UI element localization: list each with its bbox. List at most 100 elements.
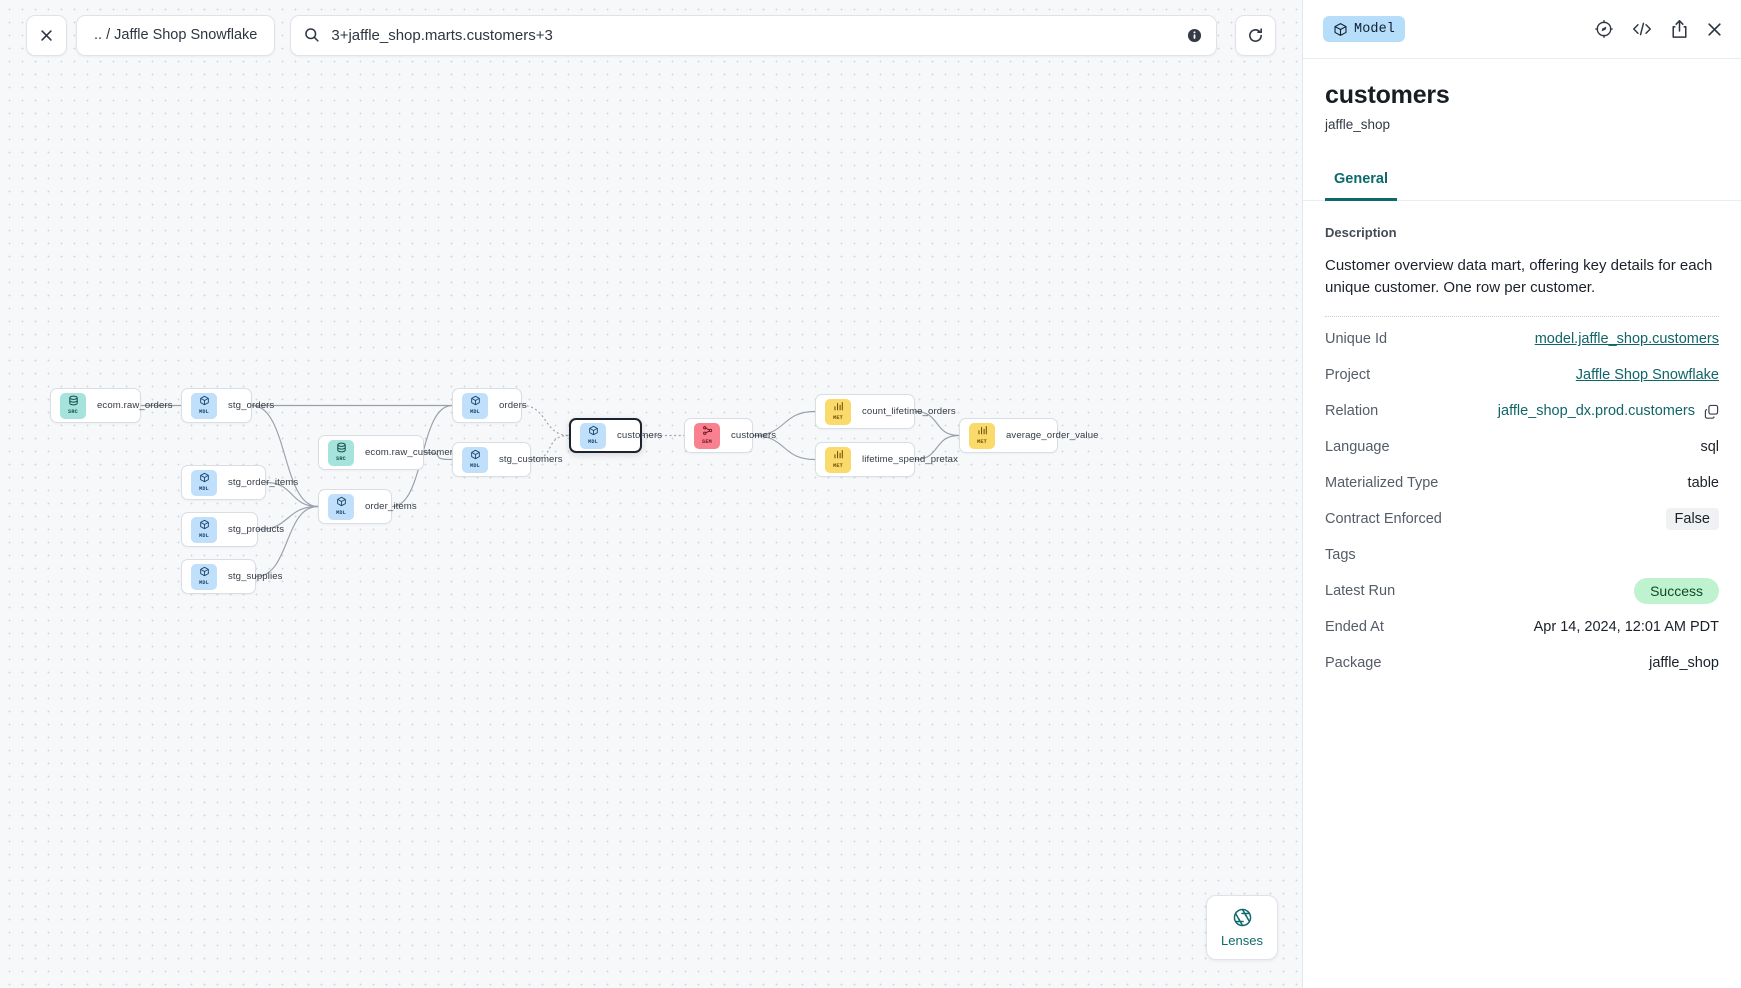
code-icon[interactable] [1631,19,1653,39]
description-label: Description [1325,225,1397,240]
lineage-node-stg-products[interactable]: MDL stg_products [181,512,284,547]
met-glyph [833,401,844,415]
explore-icon[interactable] [1594,19,1614,39]
mdl-node-icon: MDL [580,422,606,449]
node-type-text: MDL [199,486,209,493]
mdl-node-icon: MDL [191,516,217,543]
mdl-glyph [470,449,481,463]
node-type-text: MET [977,439,987,446]
lineage-node-stg-order-items[interactable]: MDL stg_order_items [181,465,298,500]
lineage-edge [530,434,570,461]
info-icon[interactable] [1187,28,1202,43]
entity-type-label: Model [1354,21,1396,37]
mdl-node-icon: MDL [328,493,354,520]
node-type-text: MDL [470,409,480,416]
lineage-edge [423,451,453,461]
node-type-text: MDL [199,409,209,416]
breadcrumb[interactable]: .. / Jaffle Shop Snowflake [76,14,276,56]
close-graph-button[interactable] [26,14,67,56]
panel-title-block: customers jaffle_shop [1303,59,1741,132]
lineage-node-label: stg_order_items [228,477,299,488]
mdl-glyph [199,472,210,486]
mdl-glyph [199,566,210,580]
lineage-node-label: order_items [365,501,417,512]
lineage-edge [752,434,816,461]
details-panel: Model [1302,0,1741,988]
refresh-icon [1249,27,1262,42]
lineage-node-customers-model[interactable]: MDL customers [569,418,662,453]
share-icon[interactable] [1670,19,1689,39]
lineage-node-label: stg_orders [228,400,275,411]
copy-icon[interactable] [1704,404,1719,419]
detail-key: Language [1325,439,1390,456]
status-badge: Success [1634,578,1719,605]
sem-node-icon: SEM [694,422,720,449]
search-input[interactable]: 3+jaffle_shop.marts.customers+3 [331,26,553,44]
close-icon[interactable] [1706,21,1723,38]
close-icon [41,29,52,41]
refresh-button[interactable] [1235,14,1276,56]
node-type-text: MDL [199,533,209,540]
node-type-text: MDL [470,463,480,470]
cube-icon [1334,22,1347,36]
lenses-button[interactable]: Lenses [1206,895,1278,960]
divider [1325,316,1719,318]
lineage-edge [521,404,570,437]
mdl-node-icon: MDL [462,392,488,419]
met-glyph [977,425,988,439]
lineage-edge [914,410,960,437]
src-node-icon: SRC [60,392,86,419]
detail-value-wrap: Jaffle Shop Snowflake [1576,367,1719,383]
page-subtitle: jaffle_shop [1325,117,1391,132]
lineage-node-order-items[interactable]: MDL order_items [318,489,417,524]
lineage-node-label: stg_supplies [228,571,283,582]
mdl-glyph [199,395,210,409]
detail-key: Materialized Type [1325,475,1439,492]
detail-value-wrap: Success [1634,578,1719,605]
detail-value[interactable]: Jaffle Shop Snowflake [1575,367,1719,384]
node-type-text: MDL [199,580,209,587]
lineage-search-bar[interactable]: 3+jaffle_shop.marts.customers+3 [290,14,1217,56]
detail-value[interactable]: model.jaffle_shop.customers [1534,331,1719,348]
lineage-node-label: orders [499,400,527,411]
lineage-node-label: customers [617,430,663,441]
panel-header: Model [1303,0,1741,59]
node-type-text: MET [833,463,843,470]
lineage-node-label: count_lifetime_orders [862,406,956,417]
detail-key: Package [1325,655,1382,672]
mdl-glyph [588,425,599,439]
lineage-node-label: ecom.raw_customers [365,447,458,458]
met-node-icon: MET [825,398,851,425]
lineage-node-count-lifetime-orders[interactable]: MET count_lifetime_orders [815,394,956,429]
panel-actions [1594,19,1723,39]
description-text: Customer overview data mart, offering ke… [1325,257,1713,297]
detail-value: False [1665,508,1719,531]
mdl-glyph [336,496,347,510]
node-type-text: MET [833,415,843,422]
lineage-node-stg-orders[interactable]: MDL stg_orders [181,388,274,423]
src-glyph [336,442,347,456]
detail-key: Unique Id [1325,331,1388,348]
lineage-edge [265,481,319,508]
lineage-node-orders[interactable]: MDL orders [452,388,527,423]
detail-key: Relation [1325,403,1379,420]
mdl-glyph [470,395,481,409]
tab-general[interactable]: General [1325,162,1397,201]
breadcrumb-label: .. / Jaffle Shop Snowflake [94,27,258,43]
lineage-node-label: stg_products [228,524,285,535]
lineage-edge [251,404,319,508]
lineage-node-stg-supplies[interactable]: MDL stg_supplies [181,559,282,594]
